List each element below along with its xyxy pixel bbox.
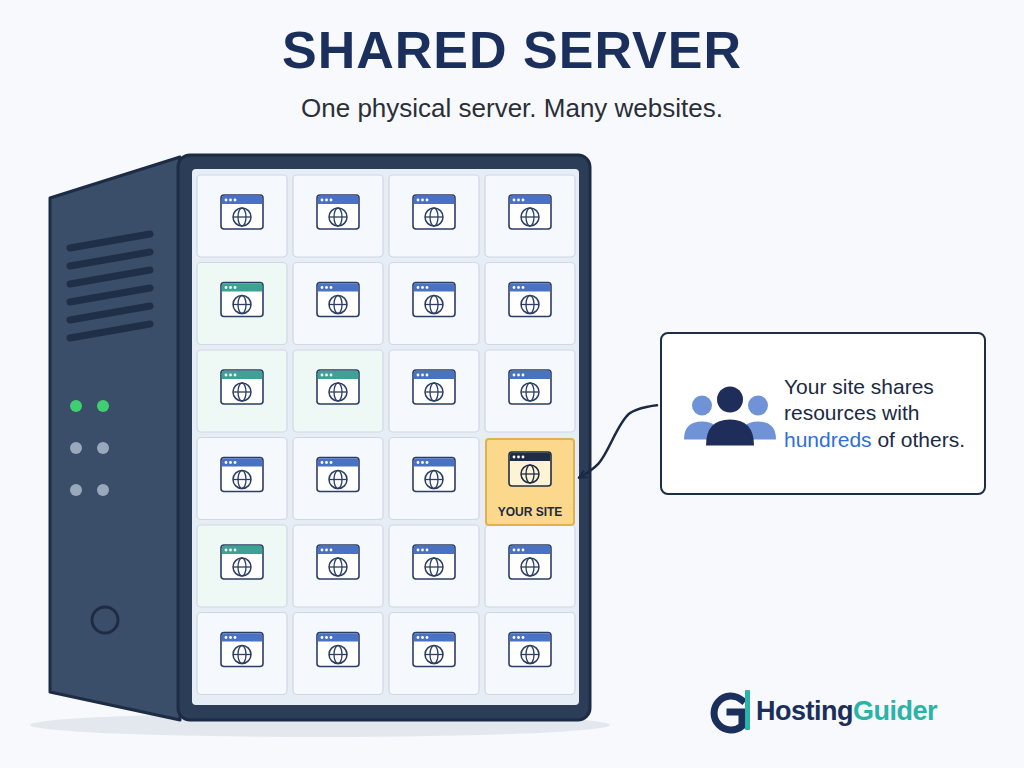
browser-icon <box>317 195 359 229</box>
vent <box>70 324 150 338</box>
server-side <box>50 157 180 720</box>
browser-icon <box>413 370 455 404</box>
power-button <box>92 607 118 633</box>
site-tile <box>197 525 287 607</box>
browser-icon <box>413 283 455 317</box>
vent <box>70 306 150 320</box>
site-tile <box>389 525 479 607</box>
site-tile <box>293 438 383 520</box>
browser-icon <box>509 452 551 486</box>
vent <box>70 234 150 248</box>
site-tile <box>485 525 575 607</box>
site-label: YOUR SITE <box>487 505 573 520</box>
site-tile <box>197 438 287 520</box>
highlighted-site-tile: YOUR SITE <box>485 438 575 526</box>
led <box>97 442 109 454</box>
site-tile <box>485 350 575 432</box>
browser-icon <box>221 633 263 667</box>
title: SHARED SERVER <box>0 22 1024 79</box>
browser-icon <box>221 370 263 404</box>
browser-icon <box>509 370 551 404</box>
server-front <box>178 155 590 720</box>
site-tile <box>389 613 479 695</box>
logo-icon <box>714 690 750 730</box>
pointer-arrow <box>579 405 657 477</box>
brand-name: HostingGuider <box>756 695 937 727</box>
site-tile <box>293 263 383 345</box>
site-tile <box>485 175 575 257</box>
vent <box>70 270 150 284</box>
callout-box: Your site shares resources with hundreds… <box>660 332 986 495</box>
browser-icon <box>509 195 551 229</box>
site-tiles <box>197 175 575 695</box>
site-tile <box>197 263 287 345</box>
led <box>70 442 82 454</box>
browser-icon <box>509 545 551 579</box>
vent <box>70 288 150 302</box>
led <box>70 484 82 496</box>
site-tile <box>293 613 383 695</box>
browser-icon <box>317 283 359 317</box>
site-tile <box>389 438 479 520</box>
browser-icon <box>221 195 263 229</box>
site-tile <box>197 613 287 695</box>
site-tile <box>293 175 383 257</box>
site-tile <box>293 525 383 607</box>
browser-icon <box>221 545 263 579</box>
browser-icon <box>413 195 455 229</box>
led <box>70 400 82 412</box>
browser-icon <box>413 633 455 667</box>
site-tile <box>485 263 575 345</box>
browser-icon <box>317 458 359 492</box>
browser-icon <box>317 545 359 579</box>
browser-icon <box>317 633 359 667</box>
site-tile <box>389 263 479 345</box>
browser-icon <box>221 458 263 492</box>
logo-bar <box>745 690 750 730</box>
browser-icon <box>317 370 359 404</box>
led <box>97 484 109 496</box>
site-tile <box>197 350 287 432</box>
server-bay <box>192 169 579 705</box>
logo-g <box>714 696 742 730</box>
site-tile <box>197 175 287 257</box>
browser-icon <box>413 545 455 579</box>
site-tile <box>293 350 383 432</box>
vent <box>70 252 150 266</box>
callout-text: Your site shares resources with hundreds… <box>784 374 969 453</box>
browser-icon <box>413 458 455 492</box>
site-tile <box>389 350 479 432</box>
browser-icon <box>509 283 551 317</box>
site-tile <box>485 613 575 695</box>
browser-icon <box>509 633 551 667</box>
browser-icon <box>221 283 263 317</box>
site-tile <box>389 175 479 257</box>
subtitle: One physical server. Many websites. <box>0 93 1024 124</box>
led <box>97 400 109 412</box>
vents <box>70 234 150 338</box>
